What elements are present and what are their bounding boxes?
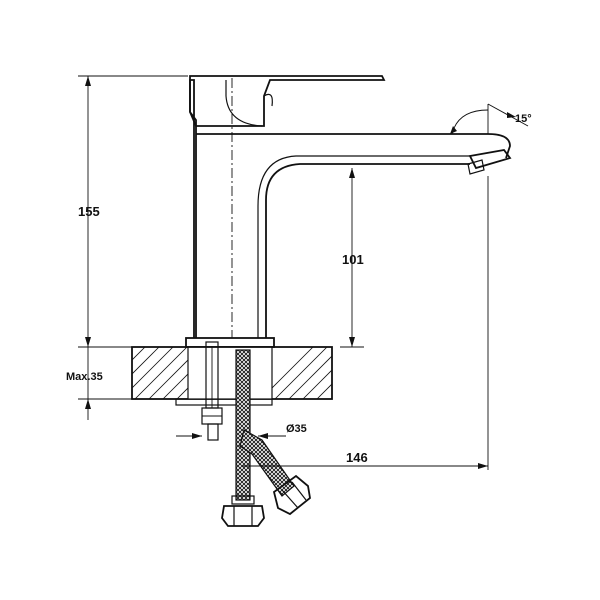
- max-deck-label: Max.35: [66, 371, 103, 383]
- lever-handle: [189, 75, 386, 127]
- spout-reach-label: 146: [346, 450, 368, 465]
- spout-height-label: 101: [342, 252, 364, 267]
- countertop-hatch-right: [272, 347, 332, 399]
- spout-angle-label: 15°: [515, 113, 532, 125]
- hose-nut-left: [221, 505, 265, 527]
- hose-straight: [235, 349, 251, 501]
- hole-diameter-label: Ø35: [286, 423, 307, 435]
- faucet-body: [185, 78, 511, 348]
- dimension-spout-reach: 146: [242, 176, 489, 470]
- dimension-hole-diameter: Ø35: [176, 423, 307, 439]
- hose-nut-right: [272, 474, 311, 516]
- spout-aerator: 15°: [450, 103, 532, 175]
- countertop-hatch-left: [132, 347, 188, 399]
- dimension-spout-height: 101: [340, 168, 364, 348]
- flexible-hoses: [221, 349, 311, 527]
- height-total-label: 155: [78, 204, 100, 219]
- dimension-height-total: 155: [78, 75, 188, 348]
- dimension-max-deck: Max.35: [66, 347, 132, 420]
- mounting-rod: [175, 341, 273, 441]
- hose-angled: [239, 429, 295, 497]
